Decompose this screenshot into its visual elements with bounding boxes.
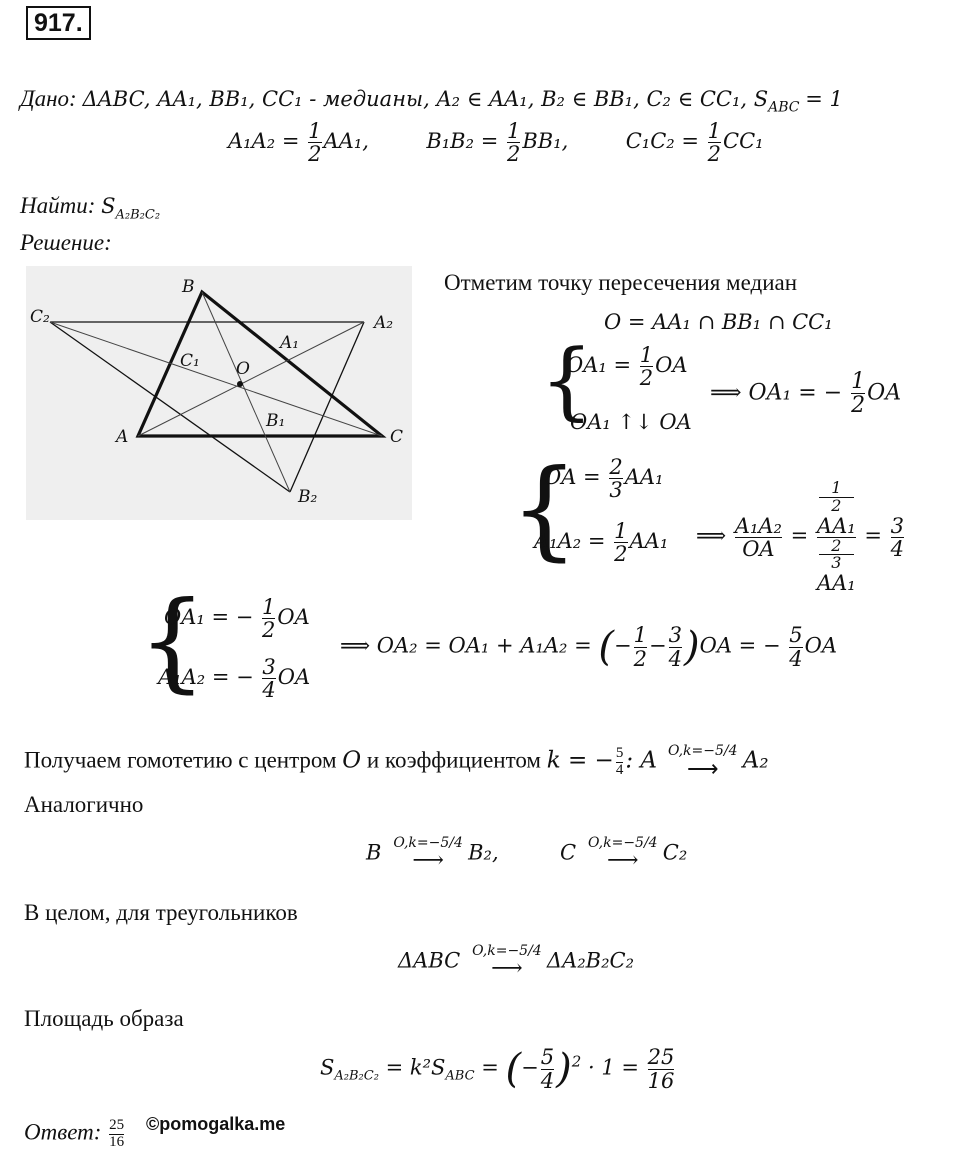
label-B2: B₂ — [297, 487, 317, 507]
label-A2: A₂ — [372, 313, 393, 333]
relation2-left: B₁B₂ = — [426, 129, 499, 154]
label-B: B — [181, 277, 195, 297]
given-text: ΔABC, AA₁, BB₁, CC₁ - медианы, A₂ ∈ AA₁,… — [82, 87, 769, 111]
relation3-right: CC₁ — [723, 129, 764, 154]
triangles-label: В целом, для треугольников — [24, 900, 298, 925]
label-A1: A₁ — [278, 333, 299, 353]
given-label: Дано: — [20, 86, 77, 111]
watermark: ©pomogalka.me — [146, 1114, 286, 1134]
given-s-sub: ABC — [768, 99, 800, 116]
triangle-figure: B C₂ A₂ C₁ O A₁ A B₁ C B₂ — [26, 266, 412, 520]
homothety-line: Получаем гомотетию с центром O и коэффиц… — [24, 743, 769, 781]
label-C1: C₁ — [180, 351, 200, 371]
answer-label: Ответ: — [24, 1119, 102, 1145]
step1-formula: O = AA₁ ∩ BB₁ ∩ CC₁ — [604, 310, 833, 334]
label-C2: C₂ — [30, 307, 50, 327]
relation2-right: BB₁, — [522, 129, 569, 154]
relation3-left: C₁C₂ = — [625, 129, 699, 154]
analog-mappings: B O,k=−5/4⟶B₂, C O,k=−5/4⟶C₂ — [366, 835, 688, 873]
brace-1: { — [540, 331, 594, 429]
relation1-right: AA₁, — [323, 129, 369, 154]
given-s-val: = 1 — [805, 87, 843, 111]
find-sub: A₂B₂C₂ — [115, 207, 161, 223]
step1-text: Отметим точку пересечения медиан — [444, 270, 798, 295]
given-line: Дано: ΔABC, AA₁, BB₁, CC₁ - медианы, A₂ … — [20, 86, 843, 116]
analog-label: Аналогично — [24, 792, 144, 817]
label-B1: B₁ — [265, 411, 285, 431]
triangles-mapping: ΔABC O,k=−5/4⟶ΔA₂B₂C₂ — [398, 943, 635, 981]
relation1-left: A₁A₂ = — [228, 129, 300, 154]
find-label: Найти: — [20, 193, 96, 218]
problem-number: 917. — [26, 6, 91, 40]
label-A: A — [114, 427, 128, 447]
brace-3: { — [138, 579, 207, 704]
area-label: Площадь образа — [24, 1006, 184, 1031]
solution-label: Решение: — [20, 230, 112, 255]
find-line: Найти: SA₂B₂C₂ — [20, 193, 160, 223]
label-O: O — [236, 359, 250, 379]
label-C: C — [390, 427, 403, 447]
brace-2: { — [510, 447, 579, 572]
system1-row2: OA₁ ↑↓ OA — [570, 410, 692, 434]
find-s: S — [101, 194, 116, 218]
